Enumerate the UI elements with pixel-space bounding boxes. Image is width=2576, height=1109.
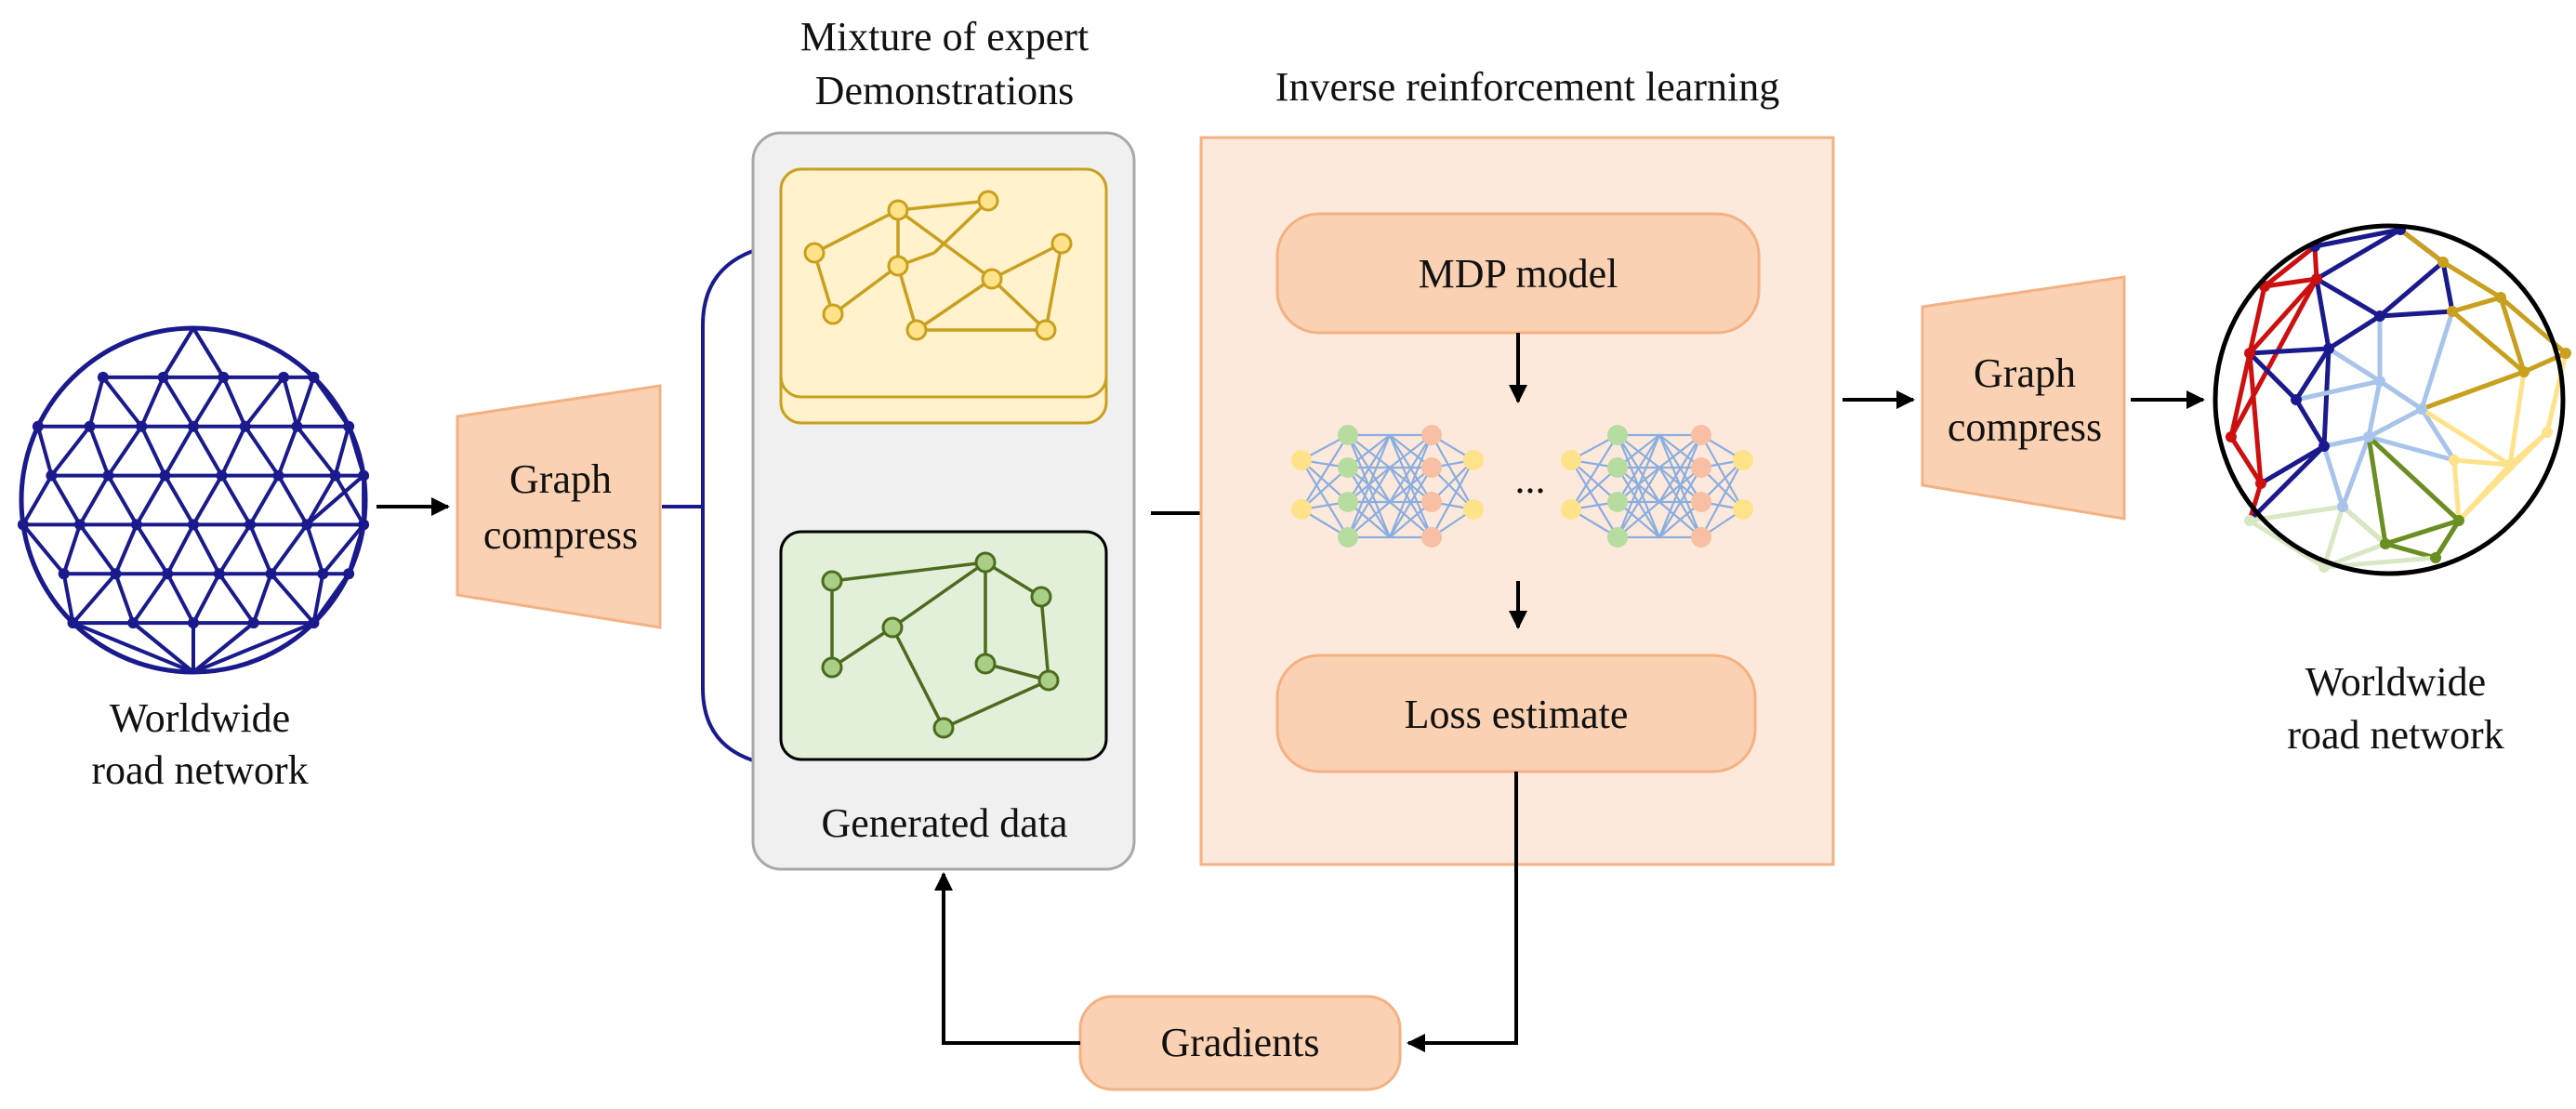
graph-compress-left-box: [456, 384, 662, 629]
expert-graph-card: [779, 167, 1108, 425]
gradients-label: Gradients: [1160, 1020, 1319, 1065]
arrow-loss-to-gradients: [1407, 772, 1518, 1052]
irl-title: Inverse reinforcement learning: [1275, 64, 1779, 110]
left-globe-caption-line1: Worldwide: [110, 695, 290, 741]
mdp-model-label: MDP model: [1419, 251, 1618, 297]
graph-compress-right-line2: compress: [1948, 404, 2102, 450]
generated-data-label: Generated data: [821, 800, 1067, 846]
graph-compress-right-box: [1921, 275, 2126, 521]
left-globe: [17, 325, 370, 675]
graph-compress-right-line1: Graph: [1974, 350, 2076, 396]
neural-network-1: [1291, 425, 1484, 548]
left-globe-caption-line2: road network: [91, 747, 308, 793]
loss-estimate-label: Loss estimate: [1405, 692, 1629, 737]
neural-network-2: [1561, 425, 1753, 548]
right-globe-caption-line1: Worldwide: [2305, 659, 2486, 705]
right-globe-partitioned: [2213, 223, 2571, 576]
right-globe-caption-line2: road network: [2287, 712, 2503, 758]
brace-connector: [662, 249, 754, 762]
arrow-gradients-to-demos: [934, 872, 1080, 1045]
demos-title-line2: Demonstrations: [815, 68, 1075, 113]
networks-ellipsis: ...: [1515, 456, 1546, 502]
demos-title-line1: Mixture of expert: [800, 14, 1089, 59]
graph-compress-left-line1: Graph: [509, 456, 612, 502]
graph-compress-left-line2: compress: [483, 512, 638, 558]
generated-graph-card: [779, 530, 1108, 761]
